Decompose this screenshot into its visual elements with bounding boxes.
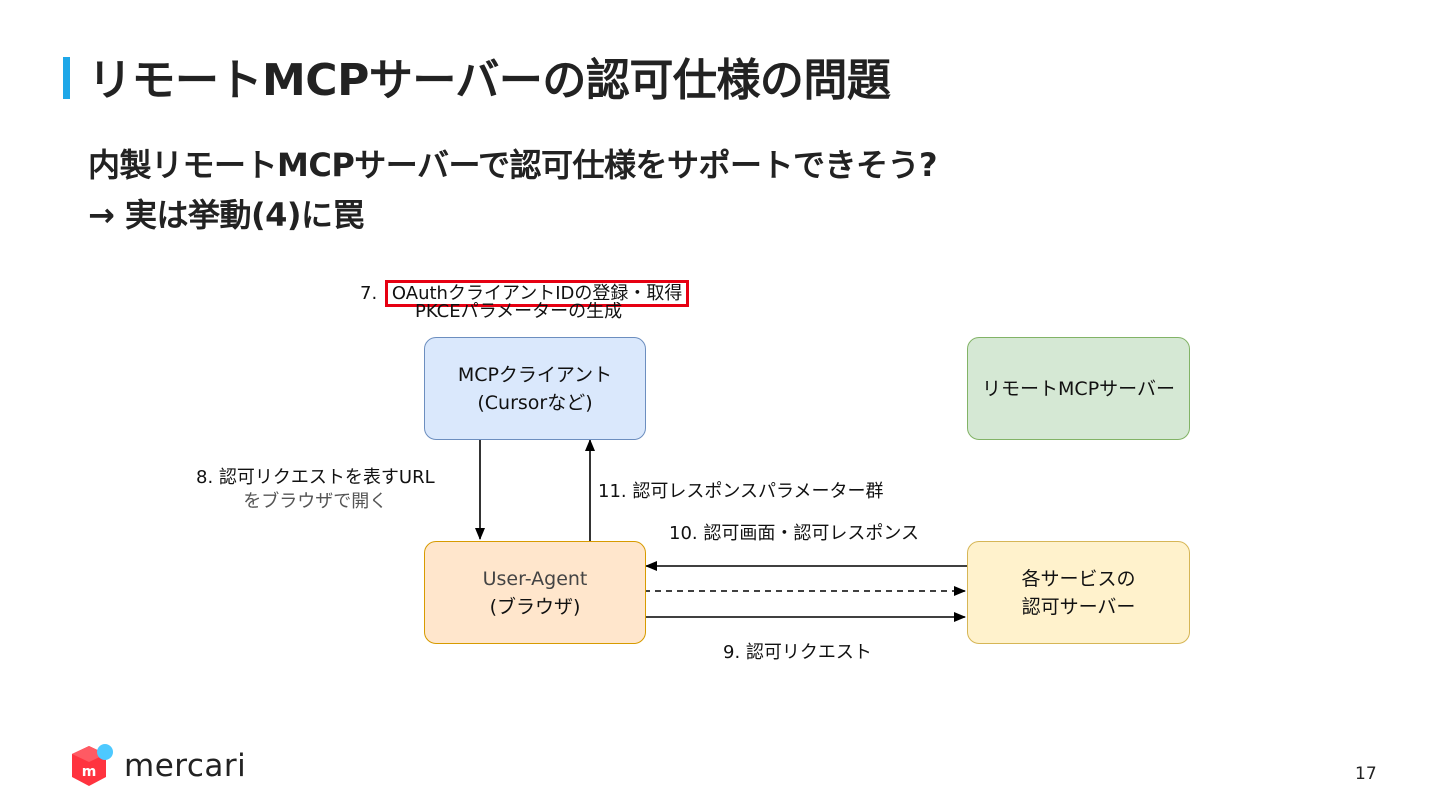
- mcp-client-title: MCPクライアント: [457, 363, 613, 386]
- auth-server-box: 各サービスの 認可サーバー: [967, 541, 1190, 644]
- step11-label: 11. 認可レスポンスパラメーター群: [598, 481, 884, 502]
- step8-line1: 8. 認可リクエストを表すURL: [196, 467, 435, 488]
- mcp-client-box: MCPクライアント (Cursorなど): [424, 337, 646, 440]
- step7-sub-label: PKCEパラメーターの生成: [415, 302, 623, 322]
- step7-prefix: 7.: [360, 283, 383, 304]
- auth-server-line1: 各サービスの: [1021, 567, 1136, 590]
- svg-text:m: m: [82, 764, 97, 780]
- step8-line2: をブラウザで開く: [243, 491, 388, 512]
- remote-mcp-server-label: リモートMCPサーバー: [982, 377, 1175, 400]
- logo-wordmark: mercari: [124, 748, 247, 784]
- mercari-box-icon: m: [72, 744, 113, 786]
- user-agent-title: User-Agent: [482, 567, 588, 590]
- subtitle-answer: → 実は挙動(4)に罠: [88, 196, 364, 234]
- step8-label: 8. 認可リクエストを表すURL をブラウザで開く: [196, 466, 435, 514]
- user-agent-box: User-Agent (ブラウザ): [424, 541, 646, 644]
- step7-label: 7. OAuthクライアントIDの登録・取得: [360, 279, 690, 307]
- page-number: 17: [1355, 764, 1377, 784]
- step9-label: 9. 認可リクエスト: [723, 642, 872, 663]
- title-accent-bar: [63, 57, 70, 99]
- step7-highlight: OAuthクライアントIDの登録・取得: [384, 280, 690, 307]
- remote-mcp-server-box: リモートMCPサーバー: [967, 337, 1190, 440]
- user-agent-subtitle: (ブラウザ): [489, 595, 581, 618]
- slide-title: リモートMCPサーバーの認可仕様の問題: [88, 55, 891, 106]
- subtitle-question: 内製リモートMCPサーバーで認可仕様をサポートできそう?: [88, 146, 938, 184]
- mcp-client-example: (Cursorなど): [477, 391, 593, 414]
- step10-label: 10. 認可画面・認可レスポンス: [669, 523, 919, 544]
- mercari-logo: m mercari: [70, 743, 246, 789]
- auth-server-line2: 認可サーバー: [1021, 595, 1136, 618]
